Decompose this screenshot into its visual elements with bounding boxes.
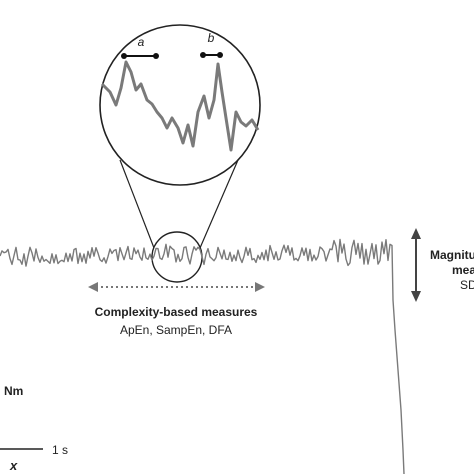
magnitude-measures: SD [460,278,474,292]
marker-b: b [200,31,223,58]
connector-right [199,159,239,249]
marker-a-label: a [138,35,145,49]
units-label: Nm [4,384,23,398]
time-scale-label: 1 s [52,443,68,457]
magnifier-circle [99,24,261,186]
force-signal-trace [0,238,405,474]
complexity-measures: ApEn, SampEn, DFA [120,323,232,337]
marker-b-label: b [208,31,215,45]
connector-left [119,159,155,249]
axis-label: x [9,458,18,473]
complexity-title: Complexity-based measures [95,305,258,319]
magnitude-range-arrow [411,228,421,302]
complexity-range-arrow [88,282,265,292]
magnitude-title-line2: mea [452,263,474,277]
magnitude-title-line1: Magnitu [430,248,474,262]
marker-a: a [121,35,159,59]
zoomed-signal [100,60,260,152]
